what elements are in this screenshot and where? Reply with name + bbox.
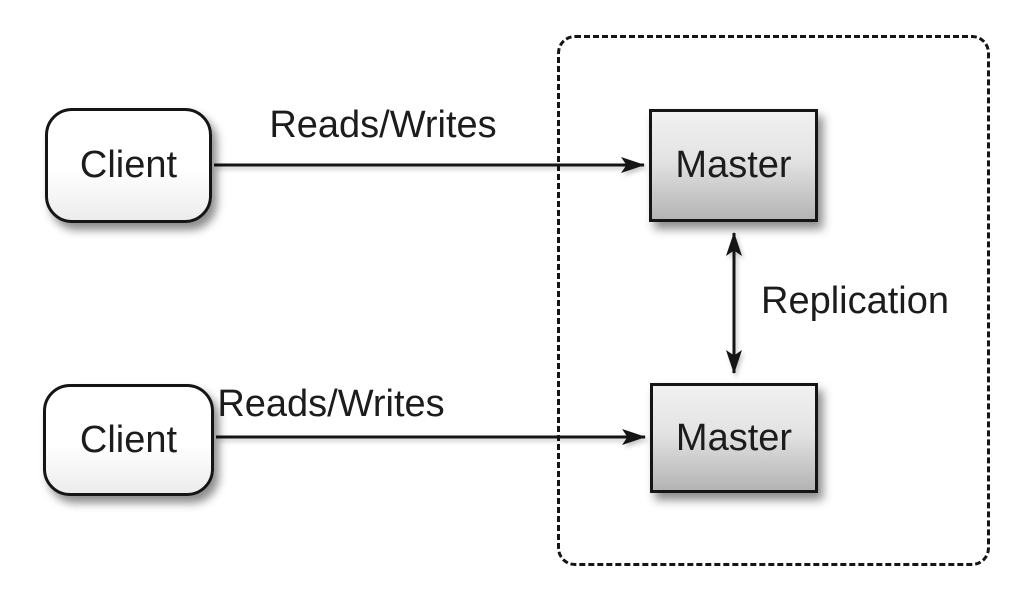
node-top-master: Master — [649, 109, 818, 222]
replication-group-boundary — [557, 35, 990, 566]
edge-label-replication: Replication — [761, 280, 949, 322]
node-bottom-client: Client — [43, 384, 214, 496]
node-bottom-master: Master — [650, 383, 818, 493]
node-label: Master — [675, 416, 793, 459]
node-top-client: Client — [45, 108, 212, 223]
node-label: Client — [79, 144, 178, 186]
edge-label-top-reads-writes: Reads/Writes — [269, 104, 497, 146]
node-label: Master — [675, 144, 792, 186]
node-label: Client — [79, 418, 178, 461]
edge-label-bottom-reads-writes: Reads/Writes — [217, 383, 445, 425]
